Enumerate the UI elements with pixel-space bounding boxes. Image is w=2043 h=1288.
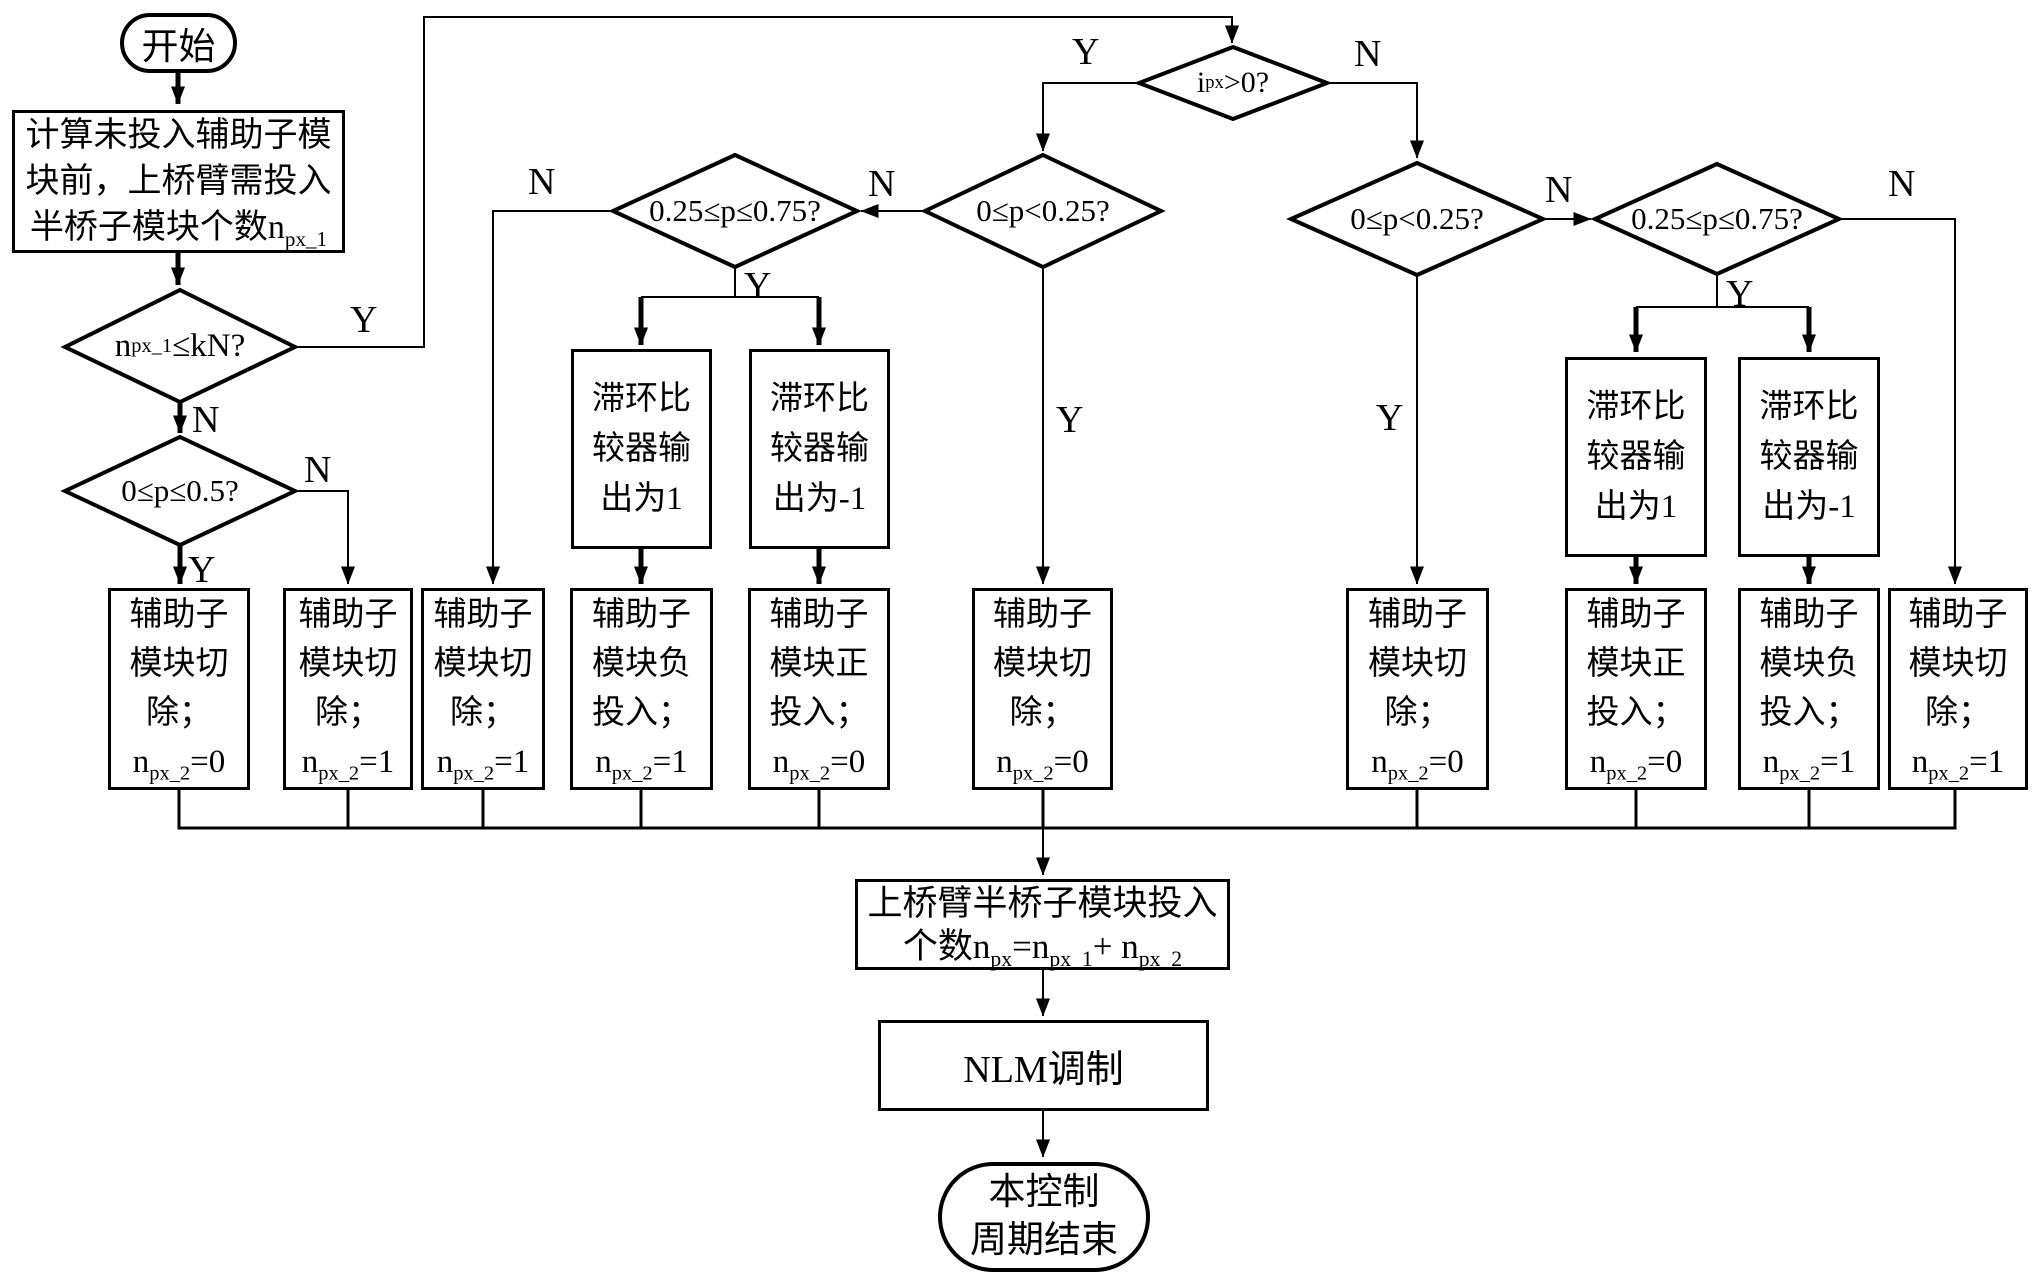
hysteresis-output-1-left-text: 滞环比较器输出为1 <box>592 381 691 517</box>
nlm-modulation-label: NLM调制 <box>963 1049 1124 1091</box>
decision-0-p-025-right-shape <box>1286 160 1548 278</box>
label-d6-yes: Y <box>1726 273 1754 315</box>
hysteresis-output-1-left-box: 滞环比较器输出为1 <box>571 349 712 549</box>
edge-d05-no-to-b2 <box>295 490 355 585</box>
calc-npx1-text: 计算未投入辅助子模块前，上桥臂需投入半桥子模块个数npx_1 <box>25 116 332 251</box>
decision-025-p-075-right-label: 0.25≤p≤0.75? <box>1631 201 1803 236</box>
label-d4-no: N <box>868 163 896 205</box>
aux-action-box-4-text: 辅助子模块负投入；npx_2=1 <box>592 597 691 785</box>
aux-action-box-6: 辅助子模块切除；npx_2=0 <box>972 588 1113 790</box>
label-d3-yes: Y <box>744 265 772 307</box>
calc-npx1-process-box: 计算未投入辅助子模块前，上桥臂需投入半桥子模块个数npx_1 <box>12 110 345 253</box>
decision-025-p-075-left-shape <box>608 152 862 270</box>
aux-action-box-5-text: 辅助子模块正投入；npx_2=0 <box>769 597 869 785</box>
aux-action-box-1-text: 辅助子模块切除；npx_2=0 <box>129 597 229 785</box>
label-d5-no: N <box>1545 169 1573 211</box>
start-label: 开始 <box>141 27 216 68</box>
decision-p-le-05-shape <box>60 434 300 548</box>
aux-action-box-7: 辅助子模块切除；npx_2=0 <box>1346 588 1489 790</box>
label-d6-no: N <box>1888 163 1916 205</box>
end-terminal: 本控制周期结束 <box>938 1162 1150 1272</box>
edge-d6-no-to-b10 <box>1839 218 1962 585</box>
hysteresis-output-neg1-left-text: 滞环比较器输出为-1 <box>770 381 869 517</box>
edge-d1-yes-to-d2 <box>295 16 1239 348</box>
label-d5-yes: Y <box>1376 397 1404 439</box>
aux-action-box-5: 辅助子模块正投入；npx_2=0 <box>748 588 890 790</box>
aux-action-box-2-text: 辅助子模块切除；npx_2=1 <box>298 597 398 785</box>
aux-action-box-3: 辅助子模块切除；npx_2=1 <box>421 588 545 790</box>
aux-action-box-1: 辅助子模块切除；npx_2=0 <box>108 588 250 790</box>
decision-025-p-075-right-shape <box>1590 161 1844 277</box>
label-d1-yes: Y <box>350 299 378 341</box>
edge-d3-no-to-b3 <box>486 210 613 585</box>
end-terminal-text: 本控制周期结束 <box>970 1172 1118 1261</box>
aux-action-box-2: 辅助子模块切除；npx_2=1 <box>283 588 413 790</box>
label-d05-yes: Y <box>188 549 216 591</box>
npx-sum-process-box: 上桥臂半桥子模块投入个数npx=npx_1+ npx_2 <box>855 879 1230 970</box>
aux-action-box-8: 辅助子模块正投入；npx_2=0 <box>1565 588 1707 790</box>
label-d2-yes: Y <box>1072 31 1100 73</box>
decision-0-p-025-mid-shape <box>920 152 1166 270</box>
decision-025-p-075-left-label: 0.25≤p≤0.75? <box>649 193 821 228</box>
aux-action-box-6-text: 辅助子模块切除；npx_2=0 <box>993 597 1092 785</box>
aux-action-box-9: 辅助子模块负投入；npx_2=1 <box>1738 588 1880 790</box>
edge-d2-no-to-d5 <box>1327 82 1424 159</box>
decision-ipx-gt-0-shape <box>1133 44 1333 122</box>
aux-action-box-10: 辅助子模块切除；npx_2=1 <box>1888 588 2028 790</box>
hysteresis-output-neg1-right-text: 滞环比较器输出为-1 <box>1759 389 1859 525</box>
aux-action-box-8-text: 辅助子模块正投入；npx_2=0 <box>1586 597 1686 785</box>
nlm-modulation-box: NLM调制 <box>878 1020 1209 1111</box>
hysteresis-output-1-right-box: 滞环比较器输出为1 <box>1565 357 1707 557</box>
label-d2-no: N <box>1354 33 1382 75</box>
label-d1-no: N <box>192 399 220 441</box>
decision-0-p-025-mid-label: 0≤p<0.25? <box>976 193 1110 228</box>
aux-action-box-7-text: 辅助子模块切除；npx_2=0 <box>1368 597 1467 785</box>
hysteresis-output-neg1-left-box: 滞环比较器输出为-1 <box>749 349 890 549</box>
hysteresis-output-1-right-text: 滞环比较器输出为1 <box>1586 389 1686 525</box>
label-d4-yes: Y <box>1056 399 1084 441</box>
label-d05-no: N <box>304 449 332 491</box>
aux-action-box-3-text: 辅助子模块切除；npx_2=1 <box>433 597 533 785</box>
start-terminal: 开始 <box>120 13 237 73</box>
aux-action-box-4: 辅助子模块负投入；npx_2=1 <box>570 588 713 790</box>
hysteresis-output-neg1-right-box: 滞环比较器输出为-1 <box>1738 357 1880 557</box>
decision-0-p-025-right-label: 0≤p<0.25? <box>1350 201 1484 236</box>
aux-action-box-9-text: 辅助子模块负投入；npx_2=1 <box>1759 597 1859 785</box>
decision-p-le-05-label: 0≤p≤0.5? <box>121 473 239 508</box>
decision-npx1-le-kn-shape <box>60 287 300 405</box>
aux-action-box-10-text: 辅助子模块切除；npx_2=1 <box>1908 597 2008 785</box>
edge-d2-yes-to-d4 <box>1036 82 1139 152</box>
label-d3-no: N <box>528 161 556 203</box>
npx-sum-text: 上桥臂半桥子模块投入个数npx=npx_1+ npx_2 <box>867 883 1218 971</box>
